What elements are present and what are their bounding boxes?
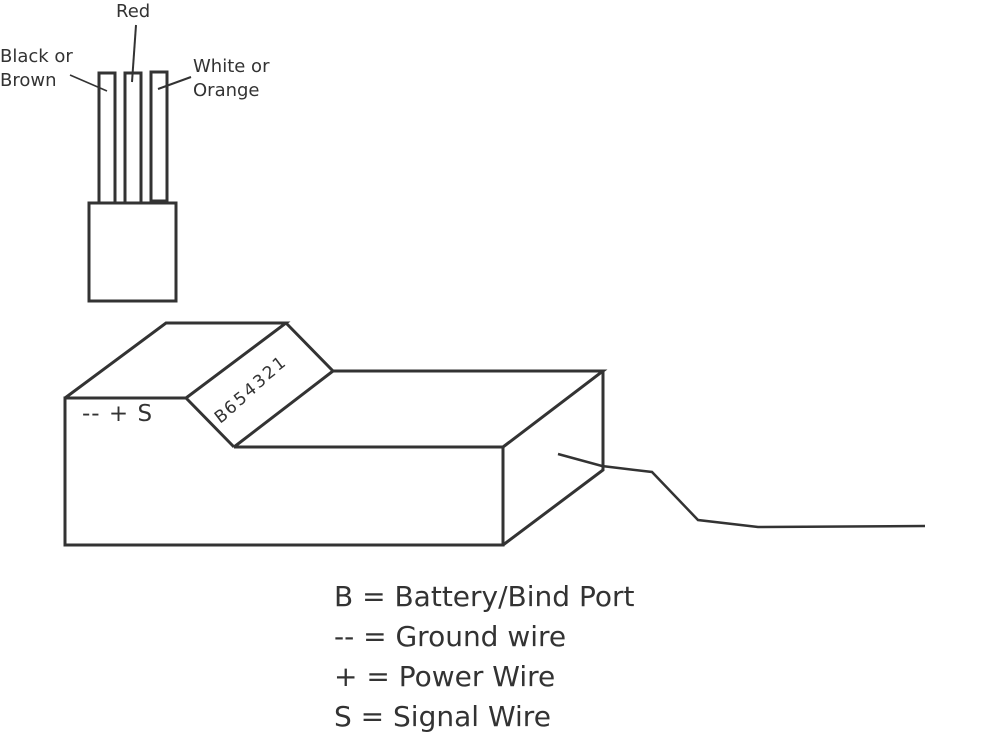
legend-item-ground: -- = Ground wire: [334, 620, 567, 653]
wire-ground: [97, 71, 117, 205]
channel-labels: B654321: [207, 353, 294, 428]
wire-label-signal: White or Orange: [193, 55, 269, 103]
receiver-right-face: [502, 371, 605, 547]
legend: B = Battery/Bind Port -- = Ground wire +…: [334, 577, 634, 737]
leader-line-power: [131, 24, 137, 83]
legend-item-power: + = Power Wire: [334, 660, 556, 693]
wire-label-signal-line2: Orange: [193, 80, 260, 101]
receiver-top-left: [64, 321, 291, 400]
wire-power: [123, 71, 143, 205]
antenna-wire: [557, 452, 926, 529]
connector-housing: [87, 201, 178, 303]
legend-item-battery: B = Battery/Bind Port: [334, 580, 635, 613]
wire-label-signal-line1: White or: [193, 56, 270, 77]
receiver-top-right: [284, 321, 608, 449]
receiver-slot-front-edge: [184, 396, 236, 449]
receiver-slot-back-edge: [233, 369, 334, 449]
legend-item-signal: S = Signal Wire: [334, 700, 551, 733]
wire-label-ground: Black or Brown: [0, 45, 73, 93]
channel-label: B654321: [207, 353, 294, 428]
wire-signal: [149, 70, 169, 203]
receiver-front-face: [63, 396, 505, 547]
wire-label-ground-line2: Brown: [0, 70, 57, 91]
wire-label-power: Red: [116, 1, 151, 22]
servo-pin-label: -- + S: [82, 401, 154, 427]
wire-label-ground-line1: Black or: [0, 46, 73, 67]
leader-line-signal: [157, 76, 192, 90]
leader-line-ground: [69, 74, 108, 92]
